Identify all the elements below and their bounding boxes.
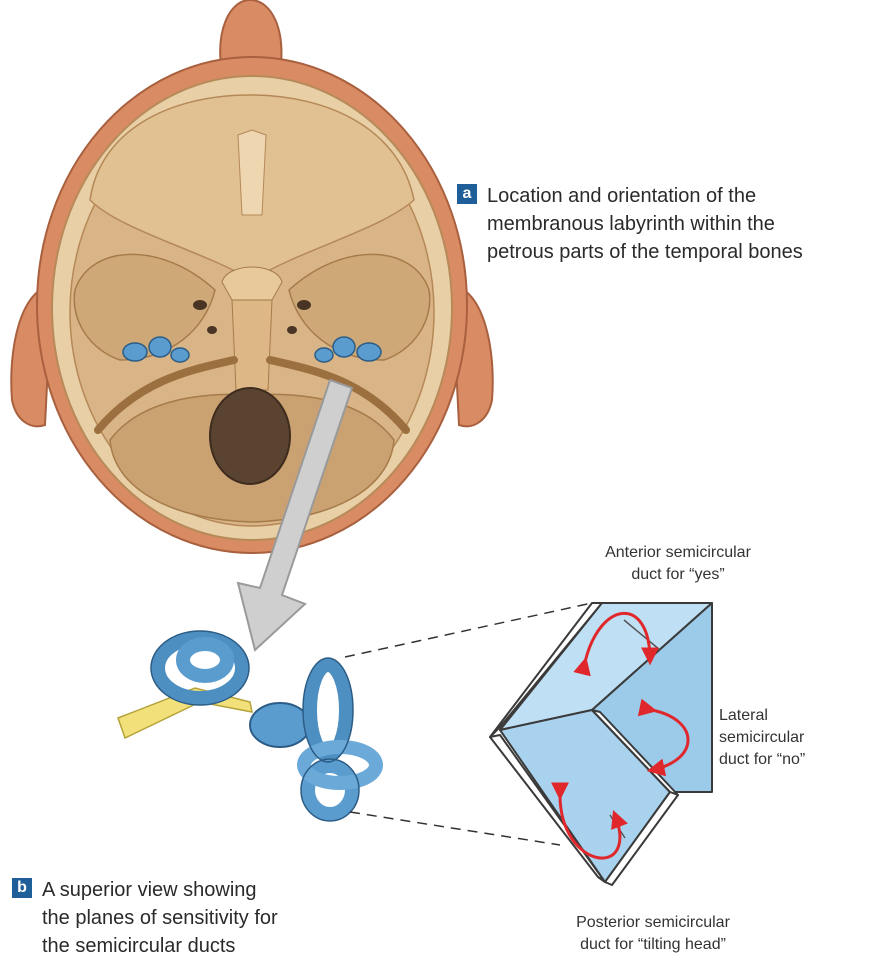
panel-b-caption: A superior view showing the planes of se… bbox=[42, 876, 278, 960]
foramen-magnum bbox=[210, 388, 290, 484]
foramen bbox=[207, 326, 217, 334]
vestibule bbox=[250, 703, 310, 747]
clivus bbox=[232, 300, 272, 390]
foramen bbox=[193, 300, 207, 310]
projection-line-bottom bbox=[350, 812, 560, 845]
semicircular-canals bbox=[304, 665, 376, 814]
panel-b-badge: b bbox=[12, 878, 32, 898]
projection-line-top bbox=[345, 603, 592, 657]
caption-b: b A superior view showing the planes of … bbox=[12, 876, 278, 960]
labyrinth-detail-illustration bbox=[118, 631, 376, 821]
crista-galli bbox=[238, 130, 266, 215]
caption-a: a Location and orientation of the membra… bbox=[457, 182, 803, 266]
anterior-duct-label: Anterior semicircular duct for “yes” bbox=[568, 542, 788, 586]
posterior-duct-label: Posterior semicircular duct for “tilting… bbox=[528, 912, 778, 956]
foramen bbox=[297, 300, 311, 310]
panel-a-badge: a bbox=[457, 184, 477, 204]
foramen bbox=[287, 326, 297, 334]
panel-a-caption: Location and orientation of the membrano… bbox=[487, 182, 803, 266]
sensitivity-planes bbox=[490, 603, 712, 885]
sella-turcica bbox=[222, 267, 282, 300]
lateral-duct-label: Lateral semicircular duct for “no” bbox=[719, 705, 869, 771]
skull-base-illustration bbox=[11, 0, 492, 553]
